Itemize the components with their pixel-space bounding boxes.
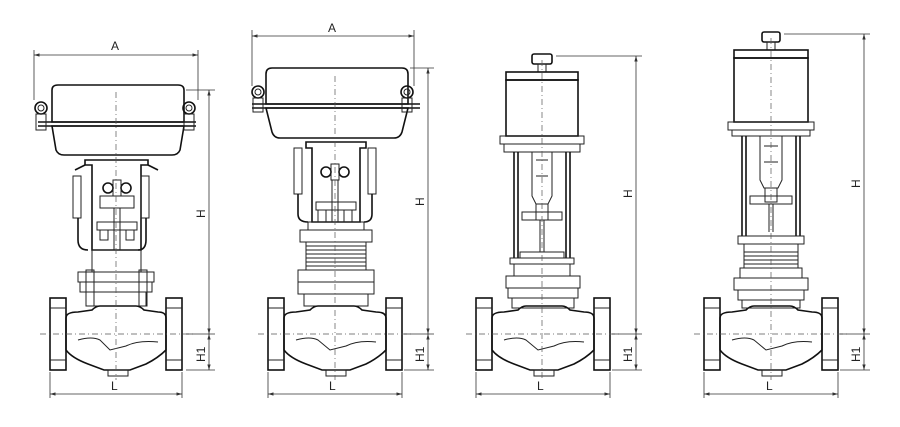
valve-4-dim-H1: H1	[849, 346, 863, 362]
valve-1-dim-H1: H1	[194, 346, 208, 362]
valve-2-dim-H1: H1	[413, 346, 427, 362]
valve-3-dim-L: L	[537, 379, 544, 393]
valve-2-dim-A: A	[328, 21, 336, 35]
valve-4-dim-L: L	[766, 379, 773, 393]
valve-2-pneumatic-bellows	[251, 30, 434, 398]
valve-2-dim-L: L	[329, 379, 336, 393]
valve-1-dim-A: A	[111, 39, 119, 53]
valve-4-electric-bellows	[694, 31, 870, 398]
valve-2-bellows	[305, 241, 367, 271]
valve-3-electric	[466, 53, 642, 398]
valve-3-dim-H: H	[621, 189, 635, 198]
valve-4-dim-H: H	[849, 179, 863, 188]
valve-1-dim-L: L	[111, 379, 118, 393]
valve-2-dim-H: H	[413, 197, 427, 206]
valve-3-dim-H1: H1	[621, 346, 635, 362]
valve-1-dim-H: H	[194, 209, 208, 218]
valve-1-pneumatic	[33, 50, 215, 398]
